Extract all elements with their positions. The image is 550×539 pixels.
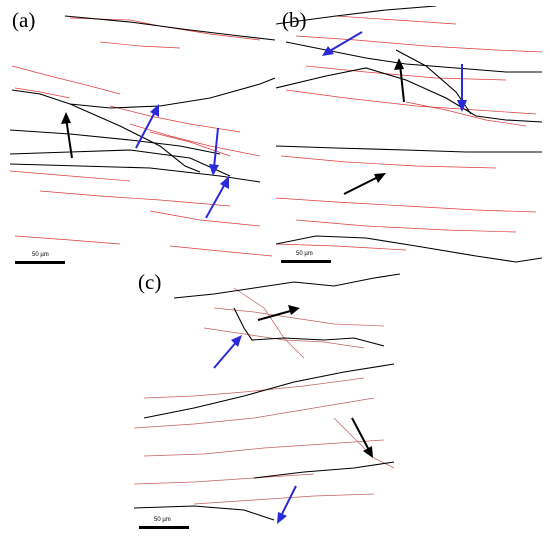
high-angle-boundaries (276, 6, 542, 263)
panel-a-map (10, 15, 275, 264)
panel-b-label: (b) (282, 8, 307, 32)
panel-c: (c) 50 µm (134, 268, 400, 534)
low-angle-boundaries (276, 15, 542, 251)
scale-bar-label: 50 µm (296, 251, 313, 257)
low-angle-boundaries (134, 287, 395, 505)
high-angle-boundaries (10, 15, 275, 183)
scale-bar (139, 526, 189, 529)
scale-bar (281, 260, 331, 263)
high-angle-boundaries (134, 273, 400, 521)
scale-bar (15, 261, 65, 264)
arrows (61, 104, 229, 219)
panel-a: (a) 50 µm (10, 6, 275, 271)
low-angle-boundaries (10, 17, 273, 257)
panel-c-label: (c) (138, 270, 162, 294)
panel-b: (b) 50 µm (276, 6, 542, 271)
panel-c-map (134, 273, 400, 529)
panel-a-label: (a) (12, 8, 36, 32)
scale-bar-label: 50 µm (154, 517, 171, 523)
panel-b-map (276, 6, 542, 263)
arrows (322, 31, 467, 195)
arrows (213, 305, 373, 524)
scale-bar-label: 50 µm (32, 252, 49, 258)
